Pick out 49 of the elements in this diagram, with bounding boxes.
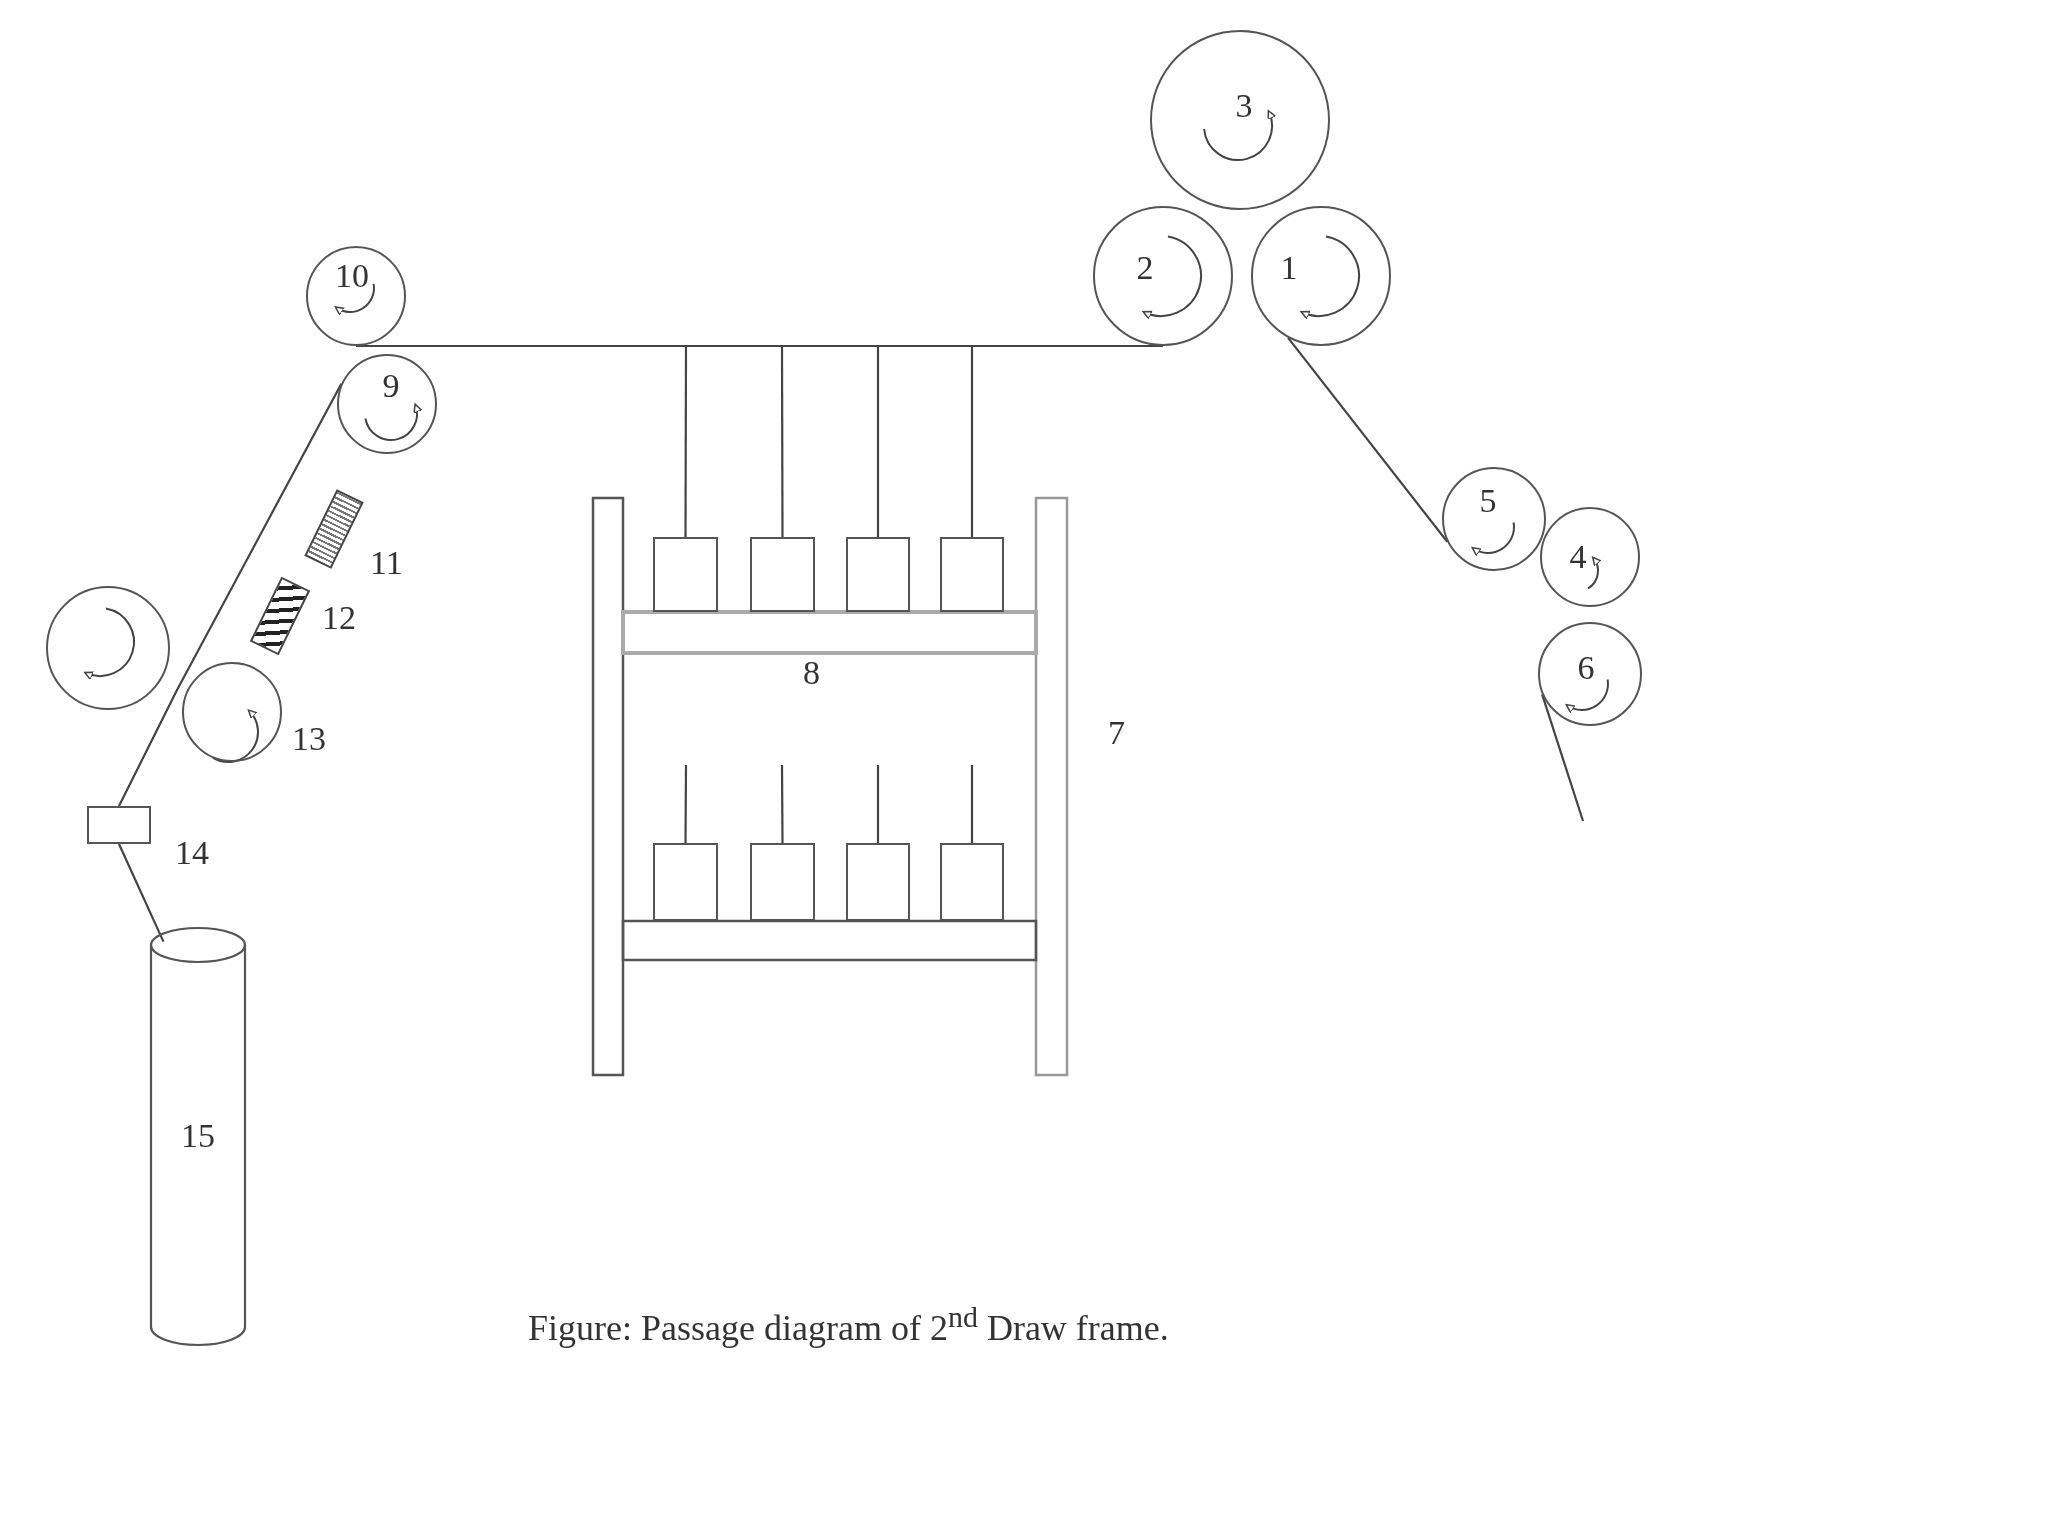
sliver-can	[940, 537, 1004, 612]
sliver-line	[970, 346, 974, 537]
sliver-can	[940, 843, 1004, 921]
roller	[1538, 622, 1642, 726]
sliver-line	[780, 346, 784, 537]
sliver-guide	[87, 806, 151, 844]
roller	[1150, 30, 1330, 210]
sliver-can	[750, 537, 815, 612]
part-number: 14	[175, 836, 209, 870]
part-number: 5	[1479, 484, 1497, 518]
part-number: 2	[1136, 251, 1154, 285]
sliver-line	[876, 765, 880, 843]
roller	[337, 354, 437, 454]
roller	[182, 662, 282, 762]
sliver-line	[1541, 694, 1585, 822]
sliver-line	[118, 383, 343, 807]
figure-caption: Figure: Passage diagram of 2$^{nd}$ Draw frame.	[528, 1300, 1169, 1349]
sliver-can	[750, 843, 815, 921]
roller	[306, 246, 406, 346]
sliver-line	[876, 346, 880, 537]
roller	[1540, 507, 1640, 607]
part-number: 12	[322, 601, 356, 635]
part-number: 3	[1235, 89, 1253, 123]
part-number: 4	[1569, 540, 1587, 574]
sliver-line	[780, 765, 784, 843]
sliver-line	[684, 765, 688, 843]
part-number: 7	[1108, 716, 1125, 750]
roller	[1442, 467, 1546, 571]
part-number: 9	[382, 369, 400, 403]
part-number: 1	[1280, 251, 1298, 285]
sliver-line	[118, 843, 165, 943]
part-number: 13	[292, 722, 326, 756]
sliver-can	[653, 537, 718, 612]
roller	[46, 586, 170, 710]
sliver-line	[970, 765, 974, 843]
roller	[1251, 206, 1391, 346]
sliver-can	[846, 843, 910, 921]
part-number: 8	[803, 656, 820, 690]
sliver-can	[150, 927, 246, 1345]
sliver-line	[356, 344, 1163, 348]
part-number: 6	[1577, 651, 1595, 685]
sliver-line	[1287, 337, 1449, 543]
sliver-can	[653, 843, 718, 921]
part-number: 15	[181, 1119, 215, 1153]
sliver-can	[846, 537, 910, 612]
roller	[1093, 206, 1233, 346]
sliver-line	[684, 346, 688, 537]
part-number: 11	[370, 546, 403, 580]
part-number: 10	[335, 259, 369, 293]
